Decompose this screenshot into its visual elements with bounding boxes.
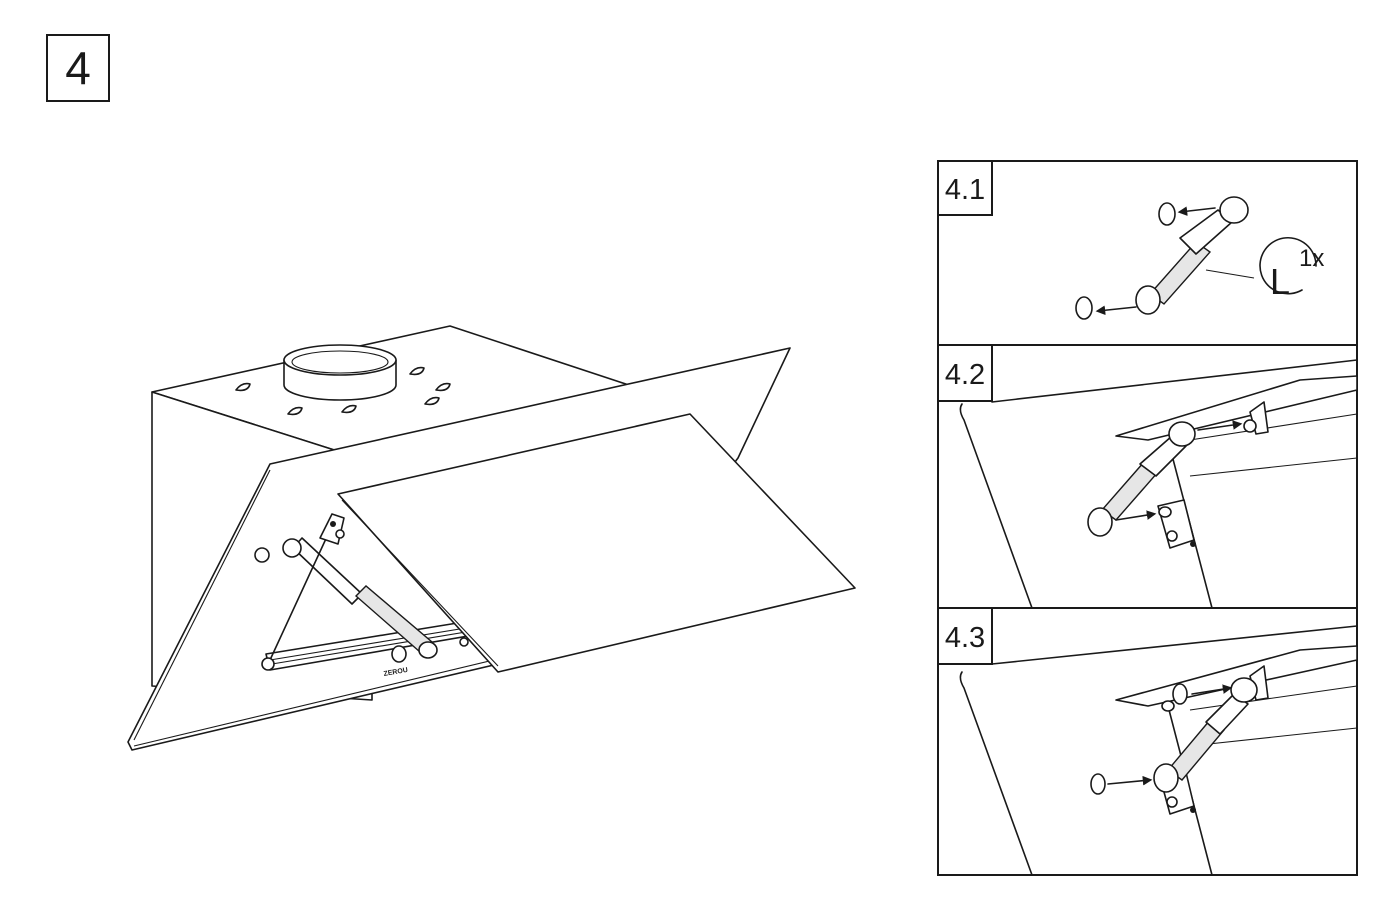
step-number-box: 4	[46, 34, 110, 102]
hood-main-view: ZEROU	[127, 325, 856, 751]
ball-stud-bottom	[1075, 296, 1093, 320]
panel-label-box	[937, 607, 993, 665]
panel-4-2: 4.2	[937, 344, 1358, 609]
panel-4-1-label: 4.1	[945, 174, 985, 206]
support-wire	[269, 529, 331, 661]
arrow-attach-bottom	[1115, 510, 1157, 521]
panel-4-3-label: 4.3	[945, 622, 985, 654]
arrow-remove-top	[1177, 206, 1216, 216]
chimney-collar	[283, 344, 397, 401]
arrow-remove-bottom	[1095, 305, 1137, 316]
panel-label-box	[937, 160, 993, 216]
panel-4-1: 4.1 L 1x	[937, 160, 1358, 346]
ball-stud-top	[1158, 202, 1176, 226]
panel-4-3: 4.3	[937, 607, 1358, 876]
mount-knob	[254, 547, 270, 563]
panel-label-box	[937, 344, 993, 402]
quantity-count: 1x	[1299, 245, 1324, 272]
gas-strut-part	[1075, 196, 1249, 320]
arrow-attach-top	[1197, 420, 1243, 431]
rail-marking: ZEROU	[383, 667, 408, 678]
quantity-symbol: L	[1270, 261, 1290, 302]
quantity-circle	[1259, 236, 1317, 295]
gas-strut	[282, 537, 438, 663]
rail-end-knob	[261, 657, 275, 671]
hinge-bracket	[319, 513, 345, 545]
arrow-insert-bottom	[1107, 775, 1153, 786]
step-number: 4	[65, 42, 91, 94]
panel-4-2-label: 4.2	[945, 359, 985, 391]
arrow-insert-top	[1191, 684, 1233, 695]
vent-holes	[235, 366, 451, 416]
lifting-glass-panel	[337, 413, 856, 673]
